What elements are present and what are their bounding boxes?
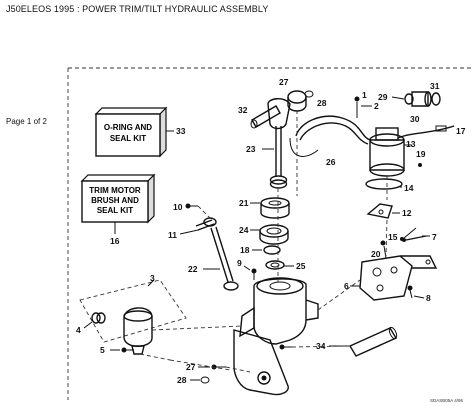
callout-27-top[interactable]: 27 xyxy=(279,77,289,87)
callout-6[interactable]: 6 xyxy=(344,281,349,291)
part-25-nut[interactable] xyxy=(265,260,285,270)
callout-28-top[interactable]: 28 xyxy=(317,98,327,108)
part-6-valve-body[interactable] xyxy=(359,255,438,301)
part-19-fastener[interactable] xyxy=(418,163,422,167)
part-30-cap[interactable] xyxy=(411,91,432,107)
part-17-wire-lead[interactable] xyxy=(397,125,455,139)
assembly-guide-lines xyxy=(139,110,388,373)
part-1-screw[interactable] xyxy=(279,344,293,350)
drawing-stamp: SDASB05A 4/96 xyxy=(430,398,464,403)
part-13-trim-motor[interactable] xyxy=(369,127,405,177)
part-8-fastener[interactable] xyxy=(407,285,413,299)
part-14-oring[interactable] xyxy=(365,178,403,190)
callout-29[interactable]: 29 xyxy=(378,92,388,102)
part-28-oring-top[interactable] xyxy=(304,90,314,98)
part-23-trim-rod[interactable] xyxy=(267,98,291,189)
part-9-screw[interactable] xyxy=(251,268,257,281)
part-3-reservoir-panel[interactable] xyxy=(79,279,187,355)
callout-34[interactable]: 34 xyxy=(316,341,326,351)
part-24-piston[interactable] xyxy=(259,224,289,245)
part-32-pin[interactable] xyxy=(250,105,281,129)
part-2-screw[interactable] xyxy=(354,96,360,119)
callout-10[interactable]: 10 xyxy=(173,202,183,212)
part-34-tube[interactable] xyxy=(348,326,398,357)
callout-15[interactable]: 15 xyxy=(388,232,398,242)
kit-16-line1: TRIM MOTOR xyxy=(89,186,141,195)
part-10-screw[interactable] xyxy=(185,203,199,209)
part-31-oring[interactable] xyxy=(431,92,441,106)
callout-8[interactable]: 8 xyxy=(426,293,431,303)
callout-9[interactable]: 9 xyxy=(237,258,242,268)
callout-22[interactable]: 22 xyxy=(188,264,198,274)
kit-box-trim-motor-brush[interactable]: TRIM MOTOR BRUSH AND SEAL KIT xyxy=(80,173,156,224)
part-7-screw[interactable] xyxy=(402,235,427,242)
callout-4[interactable]: 4 xyxy=(76,325,81,335)
kit-16-line2: BRUSH AND xyxy=(91,196,139,205)
callout-11[interactable]: 11 xyxy=(168,230,177,240)
callout-3[interactable]: 3 xyxy=(150,273,155,283)
part-12-bracket[interactable] xyxy=(366,203,393,219)
callout-5[interactable]: 5 xyxy=(100,345,105,355)
part-22-piston-rod[interactable] xyxy=(210,226,239,291)
part-21-cap[interactable] xyxy=(260,197,290,219)
callout-31[interactable]: 31 xyxy=(430,81,440,91)
callout-12[interactable]: 12 xyxy=(402,208,412,218)
part-20-screw[interactable] xyxy=(380,240,387,259)
kit-16-line3: SEAL KIT xyxy=(97,206,133,215)
callout-27-bottom[interactable]: 27 xyxy=(186,362,196,372)
callout-20[interactable]: 20 xyxy=(371,249,381,259)
part-27-cap[interactable] xyxy=(287,90,307,112)
part-5-screw[interactable] xyxy=(121,347,135,353)
part-29-washer[interactable] xyxy=(404,93,414,105)
kit-box-oring-seal[interactable]: O-RING AND SEAL KIT xyxy=(94,106,168,158)
callout-18[interactable]: 18 xyxy=(240,245,250,255)
callout-19[interactable]: 19 xyxy=(416,149,426,159)
part-26-wire-harness[interactable] xyxy=(289,115,371,157)
callout-30[interactable]: 30 xyxy=(410,114,420,124)
page-title: J50ELEOS 1995 : POWER TRIM/TILT HYDRAULI… xyxy=(6,4,269,14)
callout-17[interactable]: 17 xyxy=(456,126,466,136)
callout-7[interactable]: 7 xyxy=(432,232,437,242)
callout-25[interactable]: 25 xyxy=(296,261,306,271)
part-4-oring[interactable] xyxy=(91,312,106,324)
callout-24[interactable]: 24 xyxy=(239,225,249,235)
callout-26[interactable]: 26 xyxy=(326,157,336,167)
callout-33[interactable]: 33 xyxy=(176,126,186,136)
trim-cylinder-housing[interactable] xyxy=(233,277,319,396)
part-18-oring[interactable] xyxy=(263,245,281,255)
callout-16[interactable]: 16 xyxy=(110,236,120,246)
callout-28-bottom[interactable]: 28 xyxy=(177,375,187,385)
page-indicator: Page 1 of 2 xyxy=(6,117,47,126)
part-11-valve[interactable] xyxy=(195,217,217,231)
callout-32[interactable]: 32 xyxy=(238,105,248,115)
callout-2[interactable]: 2 xyxy=(374,101,379,111)
callout-23[interactable]: 23 xyxy=(246,144,256,154)
part-28-oring-bottom[interactable] xyxy=(200,376,210,384)
kit-33-line1: O-RING AND xyxy=(104,123,152,132)
callout-13[interactable]: 13 xyxy=(406,139,416,149)
callout-1[interactable]: 1 xyxy=(362,90,367,100)
kit-33-line2: SEAL KIT xyxy=(110,134,146,143)
callout-14[interactable]: 14 xyxy=(404,183,414,193)
callout-21[interactable]: 21 xyxy=(239,198,249,208)
